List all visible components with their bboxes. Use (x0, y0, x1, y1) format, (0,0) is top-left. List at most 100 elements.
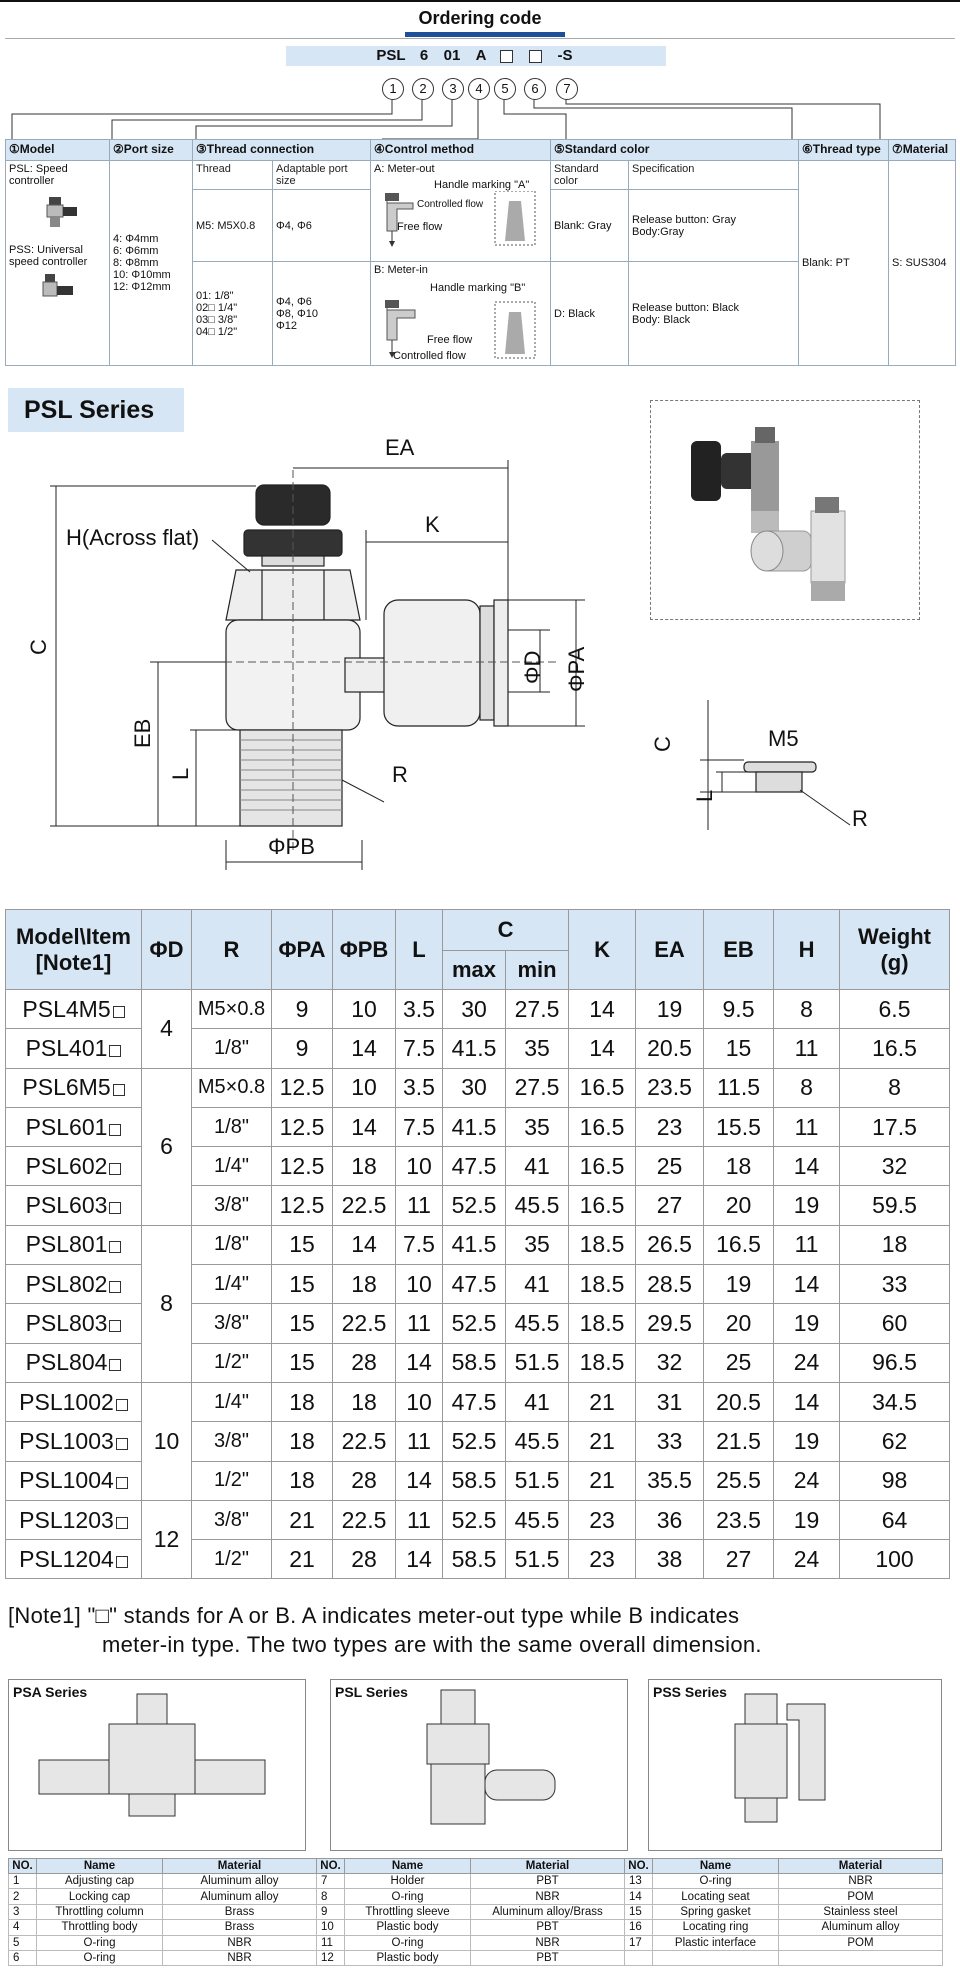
part-material: Brass (162, 1919, 317, 1936)
cell-k: 18.5 (568, 1264, 637, 1305)
cell-k: 23 (568, 1539, 637, 1580)
dim-l2: L (692, 790, 717, 802)
cell-cmin: 35 (504, 1224, 570, 1266)
pt-no-3: NO. (624, 1858, 653, 1874)
psl-series-badge: PSL Series (8, 388, 184, 432)
cell-eb: 20 (703, 1303, 775, 1344)
cell-cmin: 41 (504, 1381, 570, 1423)
product-photo (691, 427, 846, 601)
cell-pa: 9 (271, 988, 333, 1030)
leader-lines (11, 100, 881, 140)
model-name: PSL804 (25, 1349, 108, 1376)
psl-section-svg (426, 1689, 556, 1825)
part-no: 14 (624, 1888, 653, 1905)
variant-box (115, 1398, 128, 1411)
model-cell: PSL: Speed controller PSS: Universal spe… (5, 160, 110, 366)
dim-ea: EA (385, 435, 415, 460)
model-name: PSL1204 (19, 1545, 114, 1572)
cell-cmax: 41.5 (442, 1224, 506, 1266)
controlled-flow-b: Controlled flow (393, 350, 466, 362)
spec-gray: Release button: Gray Body:Gray (628, 189, 800, 262)
cell-pb: 14 (332, 1224, 396, 1266)
part-no: 16 (624, 1919, 653, 1936)
cell-w: 8 (839, 1067, 951, 1108)
circle-2: 2 (412, 78, 434, 100)
part-no: 11 (316, 1934, 345, 1951)
cell-k: 21 (568, 1421, 637, 1462)
cell-w: 60 (839, 1303, 951, 1344)
cell-k: 18.5 (568, 1342, 637, 1383)
part-name: Locking cap (36, 1888, 163, 1905)
cell-h: 11 (773, 1224, 841, 1266)
model-pss: PSS: Universal speed controller (9, 244, 88, 268)
free-flow-b: Free flow (427, 334, 473, 346)
cell-pa: 12.5 (271, 1106, 333, 1148)
part-name: Plastic interface (652, 1934, 779, 1951)
material-cell: S: SUS304 (888, 160, 957, 366)
part-no: 1 (8, 1872, 37, 1890)
cell-model: PSL602 (5, 1146, 142, 1187)
cell-cmax: 47.5 (442, 1146, 506, 1187)
cell-cmax: 52.5 (442, 1499, 506, 1541)
dim-l: L (168, 768, 193, 780)
cell-pb: 22.5 (332, 1421, 396, 1462)
cell-d: 10 (141, 1381, 192, 1501)
cell-h: 19 (773, 1303, 841, 1344)
cell-ea: 29.5 (635, 1303, 705, 1344)
thread-m5-ports: Φ4, Φ6 (271, 189, 372, 262)
cell-ea: 32 (635, 1342, 705, 1383)
cell-eb: 20.5 (703, 1381, 775, 1423)
cell-pa: 18 (271, 1381, 333, 1423)
cell-model: PSL801 (5, 1224, 142, 1266)
part-name (652, 1949, 779, 1967)
cell-cmax: 52.5 (442, 1185, 506, 1226)
variant-box (109, 1123, 122, 1136)
cell-pb: 14 (332, 1028, 396, 1069)
variant-box (115, 1477, 128, 1490)
part-material: Stainless steel (778, 1903, 943, 1921)
cell-pb: 18 (332, 1264, 396, 1305)
color-black: D: Black (550, 261, 630, 366)
cell-r: 3/8" (191, 1421, 272, 1462)
cell-l: 11 (395, 1421, 443, 1462)
port-size-cell: 4: Φ4mm 6: Φ6mm 8: Φ8mm 10: Φ10mm 12: Φ1… (109, 160, 193, 366)
cell-r: M5×0.8 (191, 1067, 272, 1108)
model-name: PSL601 (25, 1113, 108, 1140)
cell-cmin: 51.5 (504, 1539, 570, 1580)
cell-cmax: 30 (442, 1067, 506, 1108)
cell-l: 10 (395, 1381, 443, 1423)
psl-dimension-drawing: EA K H(Across flat) C EB L R ΦPB ΦD ΦPA … (26, 435, 868, 870)
part-no: 9 (316, 1903, 345, 1921)
cell-eb: 11.5 (703, 1067, 775, 1108)
cell-cmax: 47.5 (442, 1381, 506, 1423)
part-no: 8 (316, 1888, 345, 1905)
pss-fitting-icon (42, 274, 73, 297)
code-box-thread-type (529, 50, 542, 63)
cell-k: 14 (568, 1028, 637, 1069)
cell-ea: 28.5 (635, 1264, 705, 1305)
cell-ea: 35.5 (635, 1460, 705, 1501)
pt-name-2: Name (344, 1858, 471, 1874)
cell-cmax: 52.5 (442, 1421, 506, 1462)
parts-table: NO. Name Material NO. Name Material NO. … (8, 1858, 943, 1967)
cell-pa: 12.5 (271, 1067, 333, 1108)
cell-pa: 15 (271, 1303, 333, 1344)
meter-in-cell: B: Meter-in Handle marking "B" Free flow… (370, 261, 552, 366)
part-no: 17 (624, 1934, 653, 1951)
part-no: 3 (8, 1903, 37, 1921)
part-name: Throttling body (36, 1919, 163, 1936)
cell-cmax: 30 (442, 988, 506, 1030)
cell-pa: 15 (271, 1342, 333, 1383)
part-material: NBR (162, 1949, 317, 1967)
cell-k: 16.5 (568, 1146, 637, 1187)
dim-c2: C (650, 736, 675, 752)
cell-ea: 36 (635, 1499, 705, 1541)
part-name: Throttling column (36, 1903, 163, 1921)
